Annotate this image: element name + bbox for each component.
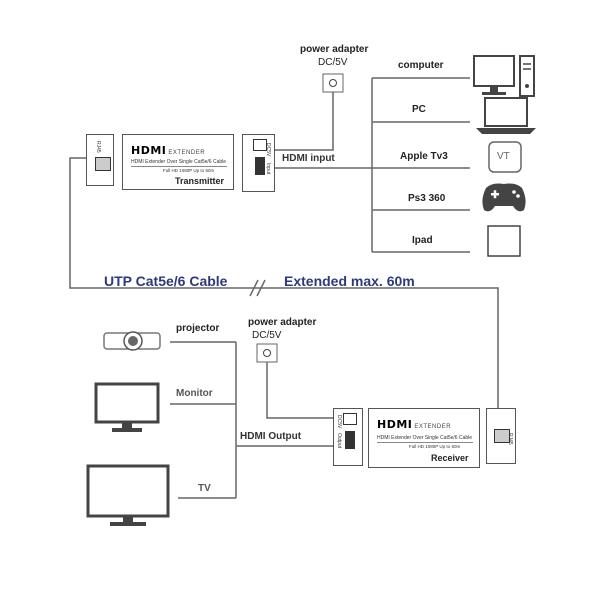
receiver-subdesc: Full HD 1080P Up to 60m <box>409 444 461 449</box>
receiver-rj45-module: RJ45 <box>486 408 516 464</box>
dc-jack-icon <box>343 413 357 425</box>
receiver-port-label: Output <box>336 433 342 449</box>
apple-tv-badge: VT <box>497 151 510 162</box>
transmitter-extender-label: EXTENDER <box>168 150 206 156</box>
source-label-pc: PC <box>412 104 426 115</box>
rj45-port-icon <box>494 429 510 443</box>
monitor-icon <box>94 382 160 432</box>
transmitter-name: Transmitter <box>175 176 225 186</box>
source-label-computer: computer <box>398 60 444 71</box>
source-label-ps3: Ps3 360 <box>408 193 446 204</box>
top-power-line <box>275 92 334 151</box>
projector-icon <box>103 331 161 351</box>
display-label-monitor: Monitor <box>176 388 213 399</box>
source-label-appletv: Apple Tv3 <box>400 151 448 162</box>
receiver-dc-label: DC5V <box>336 415 342 429</box>
transmitter-subdesc: Full HD 1080P Up to 60m <box>163 168 215 173</box>
desktop-computer-icon <box>473 55 535 97</box>
transmitter-rj45-module: RJ45 <box>86 134 114 186</box>
tv-icon <box>86 464 170 526</box>
utp-cable-line <box>69 157 499 408</box>
cable-type-label: UTP Cat5e/6 Cable <box>104 273 228 289</box>
apple-tv-icon <box>488 141 522 173</box>
receiver-rj45-label: RJ45 <box>507 433 513 445</box>
cable-distance-label: Extended max. 60m <box>284 273 415 289</box>
hdmi-port-icon <box>345 431 355 449</box>
game-controller-icon <box>482 183 526 212</box>
receiver-desc: HDMI Extender Over Single Cat5e/6 Cable <box>377 435 473 441</box>
transmitter-port-label: Input <box>265 163 271 175</box>
transmitter-desc: HDMI Extender Over Single Cat5e/6 Cable <box>131 159 227 165</box>
hdmi-output-label: HDMI Output <box>240 431 302 442</box>
cable-break-icon <box>249 279 266 297</box>
dc-jack-icon <box>253 139 267 151</box>
transmitter-port-module: DC5V Input <box>242 134 275 192</box>
display-label-tv: TV <box>198 483 211 494</box>
transmitter-dc-label: DC5V <box>265 143 271 157</box>
transmitter-hdmi-logo: HDMI <box>131 144 167 157</box>
receiver-extender-label: EXTENDER <box>414 424 452 430</box>
bottom-power-adapter-spec: DC/5V <box>252 330 282 341</box>
receiver-name: Receiver <box>431 453 469 463</box>
rj45-port-icon <box>95 157 111 171</box>
receiver-hdmi-logo: HDMI <box>377 418 413 431</box>
bottom-power-adapter-icon <box>256 343 278 363</box>
bottom-power-line <box>266 362 333 419</box>
top-power-adapter-icon <box>322 73 344 93</box>
hdmi-port-icon <box>255 157 265 175</box>
laptop-icon <box>476 97 536 134</box>
top-power-adapter-spec: DC/5V <box>318 57 348 68</box>
top-power-adapter-title: power adapter <box>300 44 369 55</box>
receiver-port-module: Output DC5V <box>333 408 363 466</box>
display-label-projector: projector <box>176 323 220 334</box>
transmitter-rj45-label: RJ45 <box>95 141 101 153</box>
bottom-power-adapter-title: power adapter <box>248 317 317 328</box>
hdmi-input-label: HDMI input <box>282 153 335 164</box>
source-label-ipad: Ipad <box>412 235 433 246</box>
tablet-icon <box>487 225 521 257</box>
